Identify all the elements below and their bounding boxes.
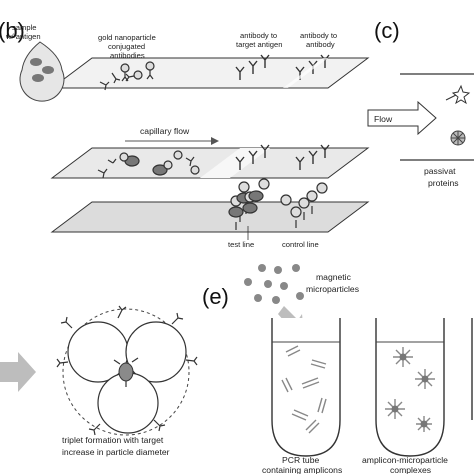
triplet-label-line2: increase in particle diameter bbox=[62, 447, 170, 457]
panel-e-label: (e) bbox=[202, 284, 229, 309]
test-line-complexes bbox=[228, 178, 270, 230]
flow-label: Flow bbox=[374, 114, 393, 124]
sample-label-line1: sample bbox=[12, 23, 36, 32]
magnetic-label-line2: microparticles bbox=[306, 284, 359, 294]
gold-conjugates-strip-1 bbox=[99, 61, 155, 91]
target-antigen bbox=[118, 362, 134, 382]
gold-label-line2: conjugated bbox=[108, 42, 145, 51]
gold-conjugates-strip-2 bbox=[97, 150, 200, 179]
complex-label-line1: amplicon-microparticle bbox=[362, 455, 448, 465]
ab-ab-label-line2: antibody bbox=[306, 40, 335, 49]
ab-target-label-line2: target antigen bbox=[236, 40, 282, 49]
flow-arrow bbox=[367, 100, 437, 136]
amplicons bbox=[281, 345, 327, 434]
pcr-label-line1: PCR tube bbox=[282, 455, 319, 465]
panel-c-label: (c) bbox=[374, 18, 400, 43]
gold-label-line1: gold nanoparticle bbox=[98, 33, 156, 42]
control-line-complexes bbox=[280, 182, 328, 228]
test-line-label: test line bbox=[228, 240, 254, 249]
magnetic-label-line1: magnetic bbox=[316, 272, 352, 282]
panel-c: (c) Flow passivat proteins bbox=[367, 18, 474, 188]
test-strip-3 bbox=[50, 201, 370, 233]
complex-label-line2: complexes bbox=[390, 465, 431, 474]
test-strip-1 bbox=[50, 57, 370, 89]
proteins-label: proteins bbox=[428, 178, 459, 188]
control-line-label: control line bbox=[282, 240, 319, 249]
capture-antibodies-strip-2 bbox=[235, 144, 330, 170]
particle-2 bbox=[125, 321, 187, 383]
passivation-label: passivat bbox=[424, 166, 456, 176]
ab-target-label-line1: antibody to bbox=[240, 31, 277, 40]
panel-e: (e) magnetic microparticles PCR tube con… bbox=[202, 264, 473, 474]
passivation-protein-icon bbox=[450, 130, 466, 146]
triplet-label-line1: triplet formation with target bbox=[62, 435, 164, 445]
strip-1-gap bbox=[283, 58, 328, 88]
amplicon-microparticle-complexes bbox=[385, 347, 435, 432]
triplet-arrow bbox=[0, 352, 36, 392]
particle-3 bbox=[97, 372, 159, 434]
sample-drop-icon bbox=[19, 41, 65, 102]
triplet-diameter-circle bbox=[62, 308, 190, 436]
complex-tube bbox=[375, 318, 445, 457]
magnetic-microparticles-icon bbox=[244, 264, 304, 304]
panel-d: triplet formation with target increase i… bbox=[0, 305, 198, 457]
panel-b: (b) sample w/ antigen gold nanoparticle … bbox=[0, 18, 370, 249]
triplet-antibodies bbox=[56, 305, 198, 436]
pcr-label-line2: containing amplicons bbox=[262, 465, 342, 474]
ab-ab-label-line1: antibody to bbox=[300, 31, 337, 40]
capillary-flow-label: capillary flow bbox=[140, 126, 190, 136]
panel-b-label: (b) bbox=[0, 18, 25, 43]
sample-label-line2: w/ antigen bbox=[5, 32, 41, 41]
gold-label-line3: antibodies bbox=[110, 51, 145, 60]
probe-star-icon bbox=[445, 84, 471, 105]
